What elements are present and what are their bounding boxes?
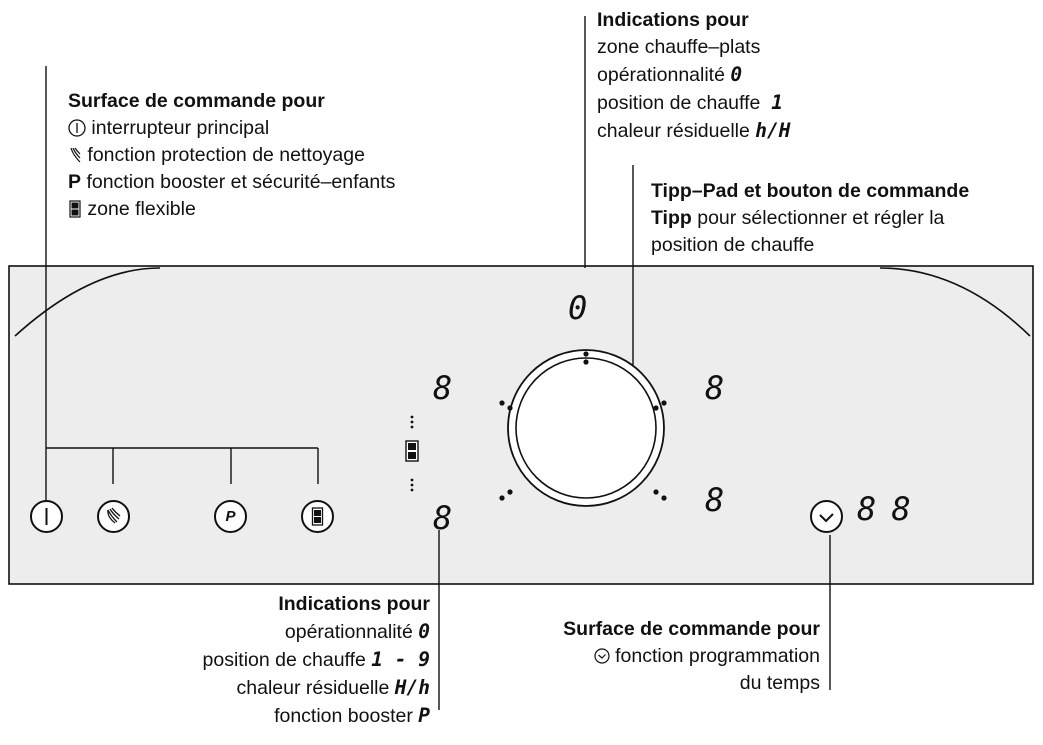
booster-button[interactable]: P — [214, 500, 247, 533]
power-icon — [68, 115, 86, 142]
label-top-right-title: Tipp–Pad et bouton de commande — [651, 180, 970, 202]
timer-button[interactable] — [810, 500, 843, 533]
display-left-lower: 8 — [433, 499, 453, 537]
label-top-center-title: Indications pour — [597, 9, 749, 31]
label-bottom-right-title: Surface de commande pour — [563, 618, 820, 640]
display-top: 0 — [568, 289, 588, 327]
wipe-protection-button[interactable] — [97, 500, 130, 533]
wipe-hand-icon — [68, 142, 82, 169]
label-top-left-line-4: zone flexible — [68, 196, 395, 223]
wipe-hand-icon — [107, 507, 121, 524]
display-timer: 8 8 — [857, 490, 911, 528]
glyph-h: h/H — [755, 119, 791, 142]
display-right-upper: 8 — [705, 369, 725, 407]
display-right-lower: 8 — [705, 481, 725, 519]
display-left-upper: 8 — [433, 369, 453, 407]
label-top-left-line-3: P fonction booster et sécurité–enfants — [68, 171, 396, 193]
label-bottom-left-title: Indications pour — [278, 593, 430, 615]
cooking-zone-right-arc — [879, 267, 1031, 337]
label-top-left-line-2: fonction protection de nettoyage — [68, 142, 395, 169]
label-top-center: Indications pour zone chauffe–plats opér… — [597, 9, 791, 142]
clock-icon — [594, 645, 610, 667]
booster-p-label: P — [225, 508, 236, 525]
power-button[interactable] — [30, 500, 63, 533]
flex-zone-icon — [68, 196, 82, 223]
label-top-left-title: Surface de commande pour — [68, 90, 325, 112]
power-icon — [45, 508, 48, 525]
label-top-right: Tipp–Pad et bouton de commande Tipp pour… — [651, 180, 970, 256]
flex-zone-icon — [311, 507, 324, 526]
label-top-left-line-1: interrupteur principal — [68, 115, 395, 142]
label-bottom-right: Surface de commande pour fonction progra… — [563, 618, 820, 694]
clock-icon — [819, 513, 834, 523]
label-top-left: Surface de commande pour interrupteur pr… — [68, 88, 395, 223]
cooking-zone-left-arc — [14, 267, 161, 337]
glyph-zero: 0 — [730, 63, 743, 86]
glyph-one: 1 — [771, 91, 783, 114]
flex-zone-button[interactable] — [301, 500, 334, 533]
label-bottom-left: Indications pour opérationnalité 0 posit… — [202, 593, 430, 727]
